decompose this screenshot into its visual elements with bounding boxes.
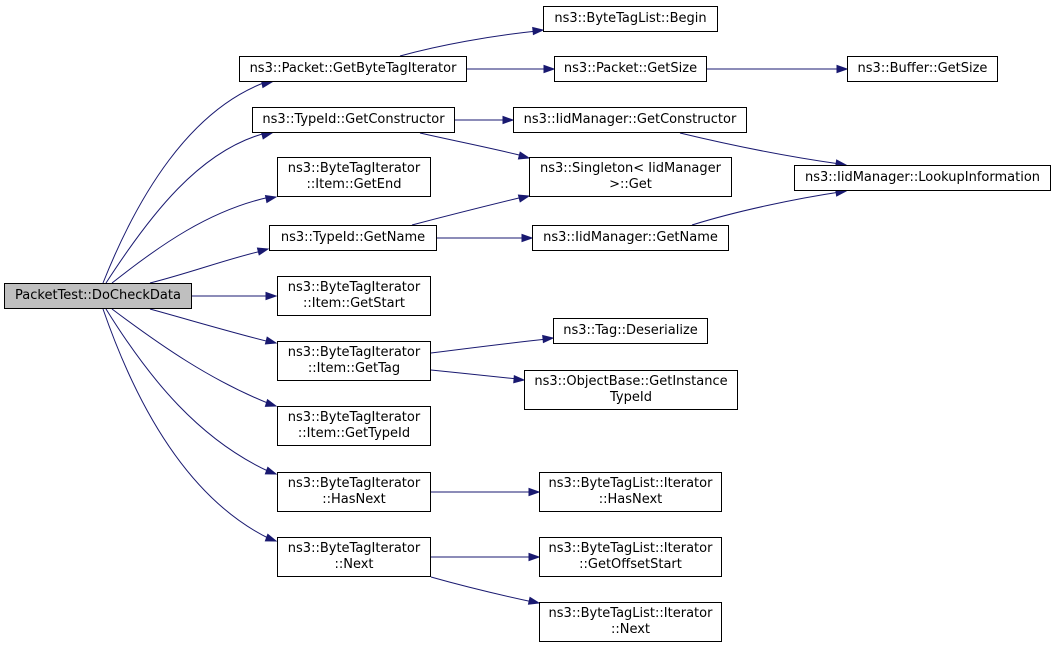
edge-getbytetag-begin — [399, 30, 538, 57]
edge-root-typeid-getname-arrowhead — [256, 247, 270, 256]
node-packet-getbytetagiterator[interactable]: ns3::Packet::GetByteTagIterator — [239, 56, 467, 82]
edge-next-listiter-next-arrowhead — [527, 596, 541, 605]
node-bytetaglist-iterator-getoffsetstart[interactable]: ns3::ByteTagList::Iterator ::GetOffsetSt… — [539, 537, 722, 577]
node-label: ns3::ByteTagList::Begin — [554, 11, 707, 26]
node-label: TypeId — [610, 390, 652, 405]
edge-next-listiter-offset-arrowhead — [528, 552, 541, 562]
edge-typeid-getname-iid-getname-arrowhead — [521, 233, 534, 243]
node-label: ns3::ByteTagIterator — [287, 345, 421, 360]
node-label: ::HasNext — [322, 492, 386, 507]
node-label: ::Item::GetTypeId — [297, 426, 411, 441]
edge-root-hasnext-arrowhead — [264, 466, 278, 475]
node-label: ns3::Singleton< IidManager — [539, 161, 721, 176]
node-label: ns3::IidManager::GetConstructor — [523, 112, 737, 127]
node-label: ns3::ByteTagList::Iterator — [548, 606, 713, 621]
edge-root-typeid-getname — [149, 250, 263, 284]
node-singleton-iidmanager-get[interactable]: ns3::Singleton< IidManager >::Get — [529, 157, 732, 197]
edge-root-typeid-getconstructor — [105, 132, 267, 284]
node-bytetagiterator-item-getend[interactable]: ns3::ByteTagIterator ::Item::GetEnd — [277, 157, 431, 197]
node-bytetaglist-iterator-next[interactable]: ns3::ByteTagList::Iterator ::Next — [539, 602, 722, 642]
node-typeid-getname[interactable]: ns3::TypeId::GetName — [269, 225, 437, 251]
node-label: ns3::TypeId::GetConstructor — [262, 112, 445, 127]
node-label: ns3::ByteTagIterator — [287, 476, 421, 491]
edge-item-gettag-instancetypeid — [430, 369, 519, 380]
node-label: ns3::IidManager::LookupInformation — [804, 170, 1041, 185]
node-label: ns3::Tag::Deserialize — [563, 323, 698, 338]
node-label: >::Get — [609, 177, 652, 192]
node-bytetaglist-iterator-hasnext[interactable]: ns3::ByteTagList::Iterator ::HasNext — [539, 472, 722, 512]
node-packettest-docheckdata: PacketTest::DoCheckData — [4, 283, 192, 309]
node-label: ns3::Packet::GetByteTagIterator — [249, 61, 457, 76]
edge-root-item-getend-arrowhead — [264, 194, 278, 204]
edge-item-gettag-instancetypeid-arrowhead — [513, 374, 526, 384]
node-tag-deserialize[interactable]: ns3::Tag::Deserialize — [553, 318, 708, 344]
edge-root-item-getend — [111, 196, 271, 284]
node-label: ::Item::GetStart — [302, 296, 406, 311]
node-label: ns3::ByteTagList::Iterator — [548, 476, 713, 491]
node-label: ns3::ObjectBase::GetInstance — [534, 374, 728, 389]
node-bytetagiterator-item-getstart[interactable]: ns3::ByteTagIterator ::Item::GetStart — [277, 276, 431, 316]
node-typeid-getconstructor[interactable]: ns3::TypeId::GetConstructor — [252, 107, 455, 133]
edge-typeid-ctor-singleton — [419, 132, 524, 157]
node-label: ns3::ByteTagList::Iterator — [548, 541, 713, 556]
edge-root-getbytetagiterator — [102, 81, 267, 284]
node-iidmanager-getname[interactable]: ns3::IidManager::GetName — [532, 225, 729, 251]
node-label: ns3::ByteTagIterator — [287, 280, 421, 295]
node-label: ns3::TypeId::GetName — [280, 230, 426, 245]
node-objectbase-getinstancetypeid[interactable]: ns3::ObjectBase::GetInstance TypeId — [524, 370, 738, 410]
edge-typeid-ctor-singleton-arrowhead — [517, 151, 531, 160]
edge-iid-ctor-lookup — [679, 132, 841, 165]
edge-typeid-getname-singleton — [411, 196, 524, 226]
edge-root-next-arrowhead — [264, 533, 278, 542]
edge-hasnext-listiter-hasnext-arrowhead — [528, 487, 541, 497]
edge-typeid-ctor-iid-ctor-arrowhead — [502, 115, 515, 125]
edge-root-item-gettypeid-arrowhead — [264, 398, 278, 407]
edge-root-item-gettypeid — [111, 308, 271, 405]
edge-packetgetsize-buffergetsize-arrowhead — [836, 64, 849, 74]
edge-iid-getname-lookup — [691, 191, 841, 226]
node-label: ns3::ByteTagIterator — [287, 541, 421, 556]
node-label: ::GetOffsetStart — [579, 557, 682, 572]
edge-item-gettag-deserialize-arrowhead — [542, 334, 555, 344]
node-label: ::HasNext — [598, 492, 663, 507]
edge-root-typeid-getconstructor-arrowhead — [260, 131, 274, 140]
edge-getbytetag-begin-arrowhead — [532, 26, 545, 36]
node-label: ns3::ByteTagIterator — [287, 410, 421, 425]
edge-item-gettag-deserialize — [430, 338, 548, 354]
node-bytetaglist-begin[interactable]: ns3::ByteTagList::Begin — [543, 6, 718, 32]
edge-root-next — [102, 308, 271, 540]
node-bytetagiterator-hasnext[interactable]: ns3::ByteTagIterator ::HasNext — [277, 472, 431, 512]
node-label: ns3::Packet::GetSize — [563, 61, 698, 76]
edge-getbytetag-packetgetsize-arrowhead — [543, 64, 556, 74]
node-label: ::Item::GetTag — [307, 361, 401, 376]
node-label: ::Next — [334, 557, 374, 572]
node-label: ns3::ByteTagIterator — [287, 161, 421, 176]
node-bytetagiterator-item-gettypeid[interactable]: ns3::ByteTagIterator ::Item::GetTypeId — [277, 406, 431, 446]
node-label: ns3::Buffer::GetSize — [857, 61, 988, 76]
node-buffer-getsize[interactable]: ns3::Buffer::GetSize — [847, 56, 998, 82]
node-label: ns3::IidManager::GetName — [543, 230, 718, 245]
node-iidmanager-lookupinformation[interactable]: ns3::IidManager::LookupInformation — [794, 165, 1051, 191]
edge-root-item-gettag — [149, 308, 271, 343]
edge-next-listiter-next — [430, 576, 534, 603]
node-iidmanager-getconstructor[interactable]: ns3::IidManager::GetConstructor — [513, 107, 747, 133]
node-packet-getsize[interactable]: ns3::Packet::GetSize — [554, 56, 707, 82]
edge-root-item-getstart-arrowhead — [265, 291, 278, 301]
node-label: ::Item::GetEnd — [306, 177, 402, 192]
node-bytetagiterator-item-gettag[interactable]: ns3::ByteTagIterator ::Item::GetTag — [277, 341, 431, 381]
node-label: ::Next — [610, 622, 651, 637]
node-label: PacketTest::DoCheckData — [15, 288, 181, 303]
node-bytetagiterator-next[interactable]: ns3::ByteTagIterator ::Next — [277, 537, 431, 577]
edge-typeid-getname-singleton-arrowhead — [517, 194, 531, 203]
edge-root-hasnext — [105, 308, 271, 473]
edge-root-item-gettag-arrowhead — [264, 336, 278, 345]
